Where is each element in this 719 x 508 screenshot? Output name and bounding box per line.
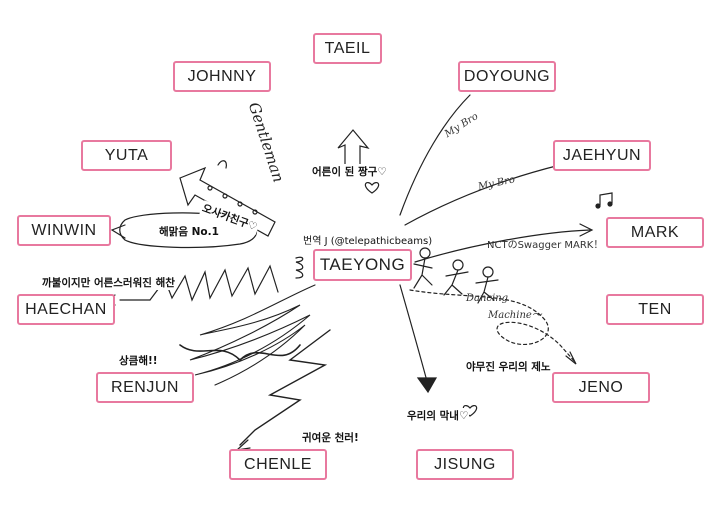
- translation-credit: 번역 J (@telepathicbeams): [303, 236, 433, 247]
- arrow-jisung: [399, 284, 429, 386]
- box-chenle: CHENLE: [229, 449, 327, 480]
- handwriting-ten-1: Dancing: [466, 293, 509, 304]
- box-yuta: YUTA: [81, 140, 172, 171]
- box-jisung: JISUNG: [416, 449, 514, 480]
- line-doyoung: [399, 94, 471, 216]
- scribble-chenle: [239, 329, 331, 446]
- scribble-renjun: [189, 284, 316, 386]
- box-johnny: JOHNNY: [173, 61, 271, 92]
- handwriting-mark: NCTのSwagger MARK！: [487, 240, 604, 251]
- squiggle-haechan: [149, 264, 279, 302]
- note-chenle: 귀여운 천러!: [301, 430, 360, 445]
- box-renjun: RENJUN: [96, 372, 194, 403]
- dancing-figures: [413, 247, 499, 304]
- handwriting-ten-2: Machine～: [488, 310, 542, 321]
- line-jaehyun: [404, 164, 561, 226]
- note-jeno: 야무진 우리의 제노: [465, 359, 552, 374]
- note-winwin: 해맑음 No.1: [158, 224, 220, 239]
- box-haechan: HAECHAN: [17, 294, 115, 325]
- box-taeyong: TAEYONG: [313, 249, 412, 281]
- box-doyoung: DOYOUNG: [458, 61, 556, 92]
- box-winwin: WINWIN: [17, 215, 111, 246]
- note-renjun: 상큼해!!: [118, 353, 159, 368]
- arrow-mark: [414, 229, 591, 263]
- note-haechan: 까불이지만 어른스러워진 해찬: [41, 275, 176, 290]
- spiral-jeno: [409, 289, 576, 363]
- box-jaehyun: JAEHYUN: [553, 140, 651, 171]
- note-jisung: 우리의 막내♡: [406, 408, 470, 423]
- box-ten: TEN: [606, 294, 704, 325]
- arrow-yuta: [179, 166, 276, 237]
- note-taeil: 어른이 된 짱구♡: [311, 164, 388, 179]
- box-mark: MARK: [606, 217, 704, 248]
- box-taeil: TAEIL: [313, 33, 382, 64]
- box-jeno: JENO: [552, 372, 650, 403]
- arrow-taeil: [337, 129, 370, 171]
